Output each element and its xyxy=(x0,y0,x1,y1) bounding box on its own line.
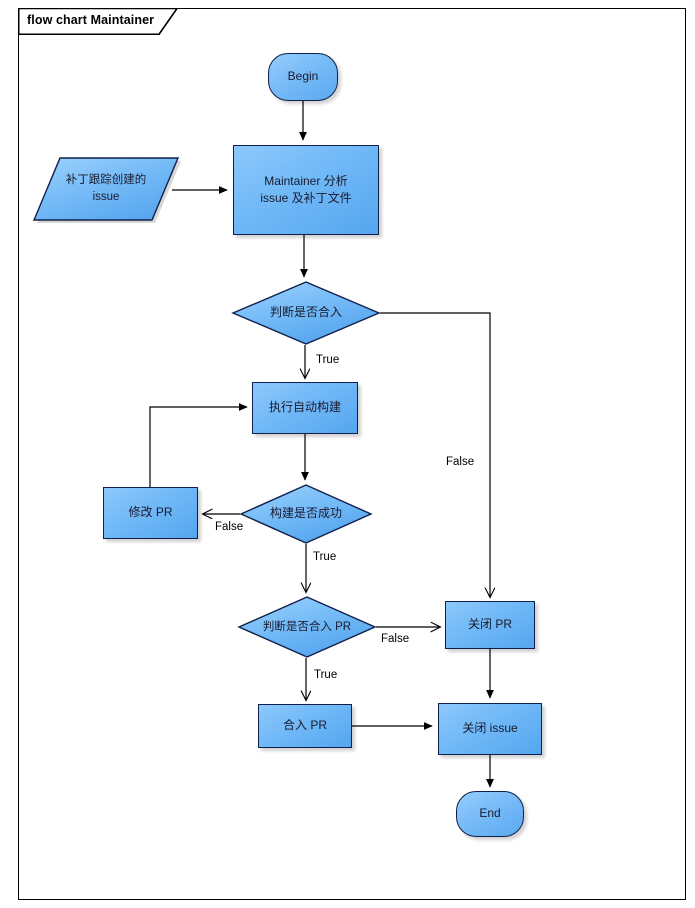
node-end[interactable]: End xyxy=(456,791,524,837)
node-judge-merge-pr-label: 判断是否合入 PR xyxy=(262,620,352,633)
edge-label-false-judge-merge: False xyxy=(446,456,475,468)
decision-shape xyxy=(237,596,377,658)
decision-shape xyxy=(231,281,381,345)
node-analyze-label: Maintainer 分析 issue 及补丁文件 xyxy=(260,173,352,205)
edge-label-false-build-ok: False xyxy=(215,521,244,533)
edge-label-true-judge-merge: True xyxy=(316,354,340,366)
node-judge-merge-label: 判断是否合入 xyxy=(269,305,342,320)
node-begin[interactable]: Begin xyxy=(268,53,338,101)
frame-title-label: flow chart Maintainer xyxy=(27,13,155,27)
edge-label-true-build-ok: True xyxy=(313,551,337,563)
frame-title-tab-shape xyxy=(18,8,178,35)
node-begin-label: Begin xyxy=(287,69,319,84)
node-patch-issue-label: 补丁跟踪创建的 issue xyxy=(65,174,147,203)
node-judge-merge[interactable]: 判断是否合入 xyxy=(231,281,381,345)
node-auto-build-label: 执行自动构建 xyxy=(268,400,341,415)
node-merge-pr-label: 合入 PR xyxy=(282,718,327,733)
node-build-ok[interactable]: 构建是否成功 xyxy=(239,484,373,544)
decision-shape xyxy=(239,484,373,544)
node-modify-pr-label: 修改 PR xyxy=(128,505,173,520)
node-close-issue-label: 关闭 issue xyxy=(462,721,518,736)
parallelogram-shape xyxy=(32,157,181,223)
node-analyze[interactable]: Maintainer 分析 issue 及补丁文件 xyxy=(233,145,379,235)
node-close-issue[interactable]: 关闭 issue xyxy=(438,703,542,755)
node-merge-pr[interactable]: 合入 PR xyxy=(258,704,352,748)
uml-frame xyxy=(18,8,686,900)
node-auto-build[interactable]: 执行自动构建 xyxy=(252,382,358,434)
node-modify-pr[interactable]: 修改 PR xyxy=(103,487,198,539)
node-close-pr[interactable]: 关闭 PR xyxy=(445,601,535,649)
edge-label-false-merge-pr: False xyxy=(381,633,410,645)
node-end-label: End xyxy=(479,806,501,821)
node-close-pr-label: 关闭 PR xyxy=(467,617,512,632)
node-judge-merge-pr[interactable]: 判断是否合入 PR xyxy=(237,596,377,658)
node-patch-issue[interactable]: 补丁跟踪创建的 issue xyxy=(32,155,181,223)
node-build-ok-label: 构建是否成功 xyxy=(269,506,342,521)
frame-title-tab: flow chart Maintainer xyxy=(18,8,178,35)
edge-label-true-merge-pr: True xyxy=(314,669,338,681)
